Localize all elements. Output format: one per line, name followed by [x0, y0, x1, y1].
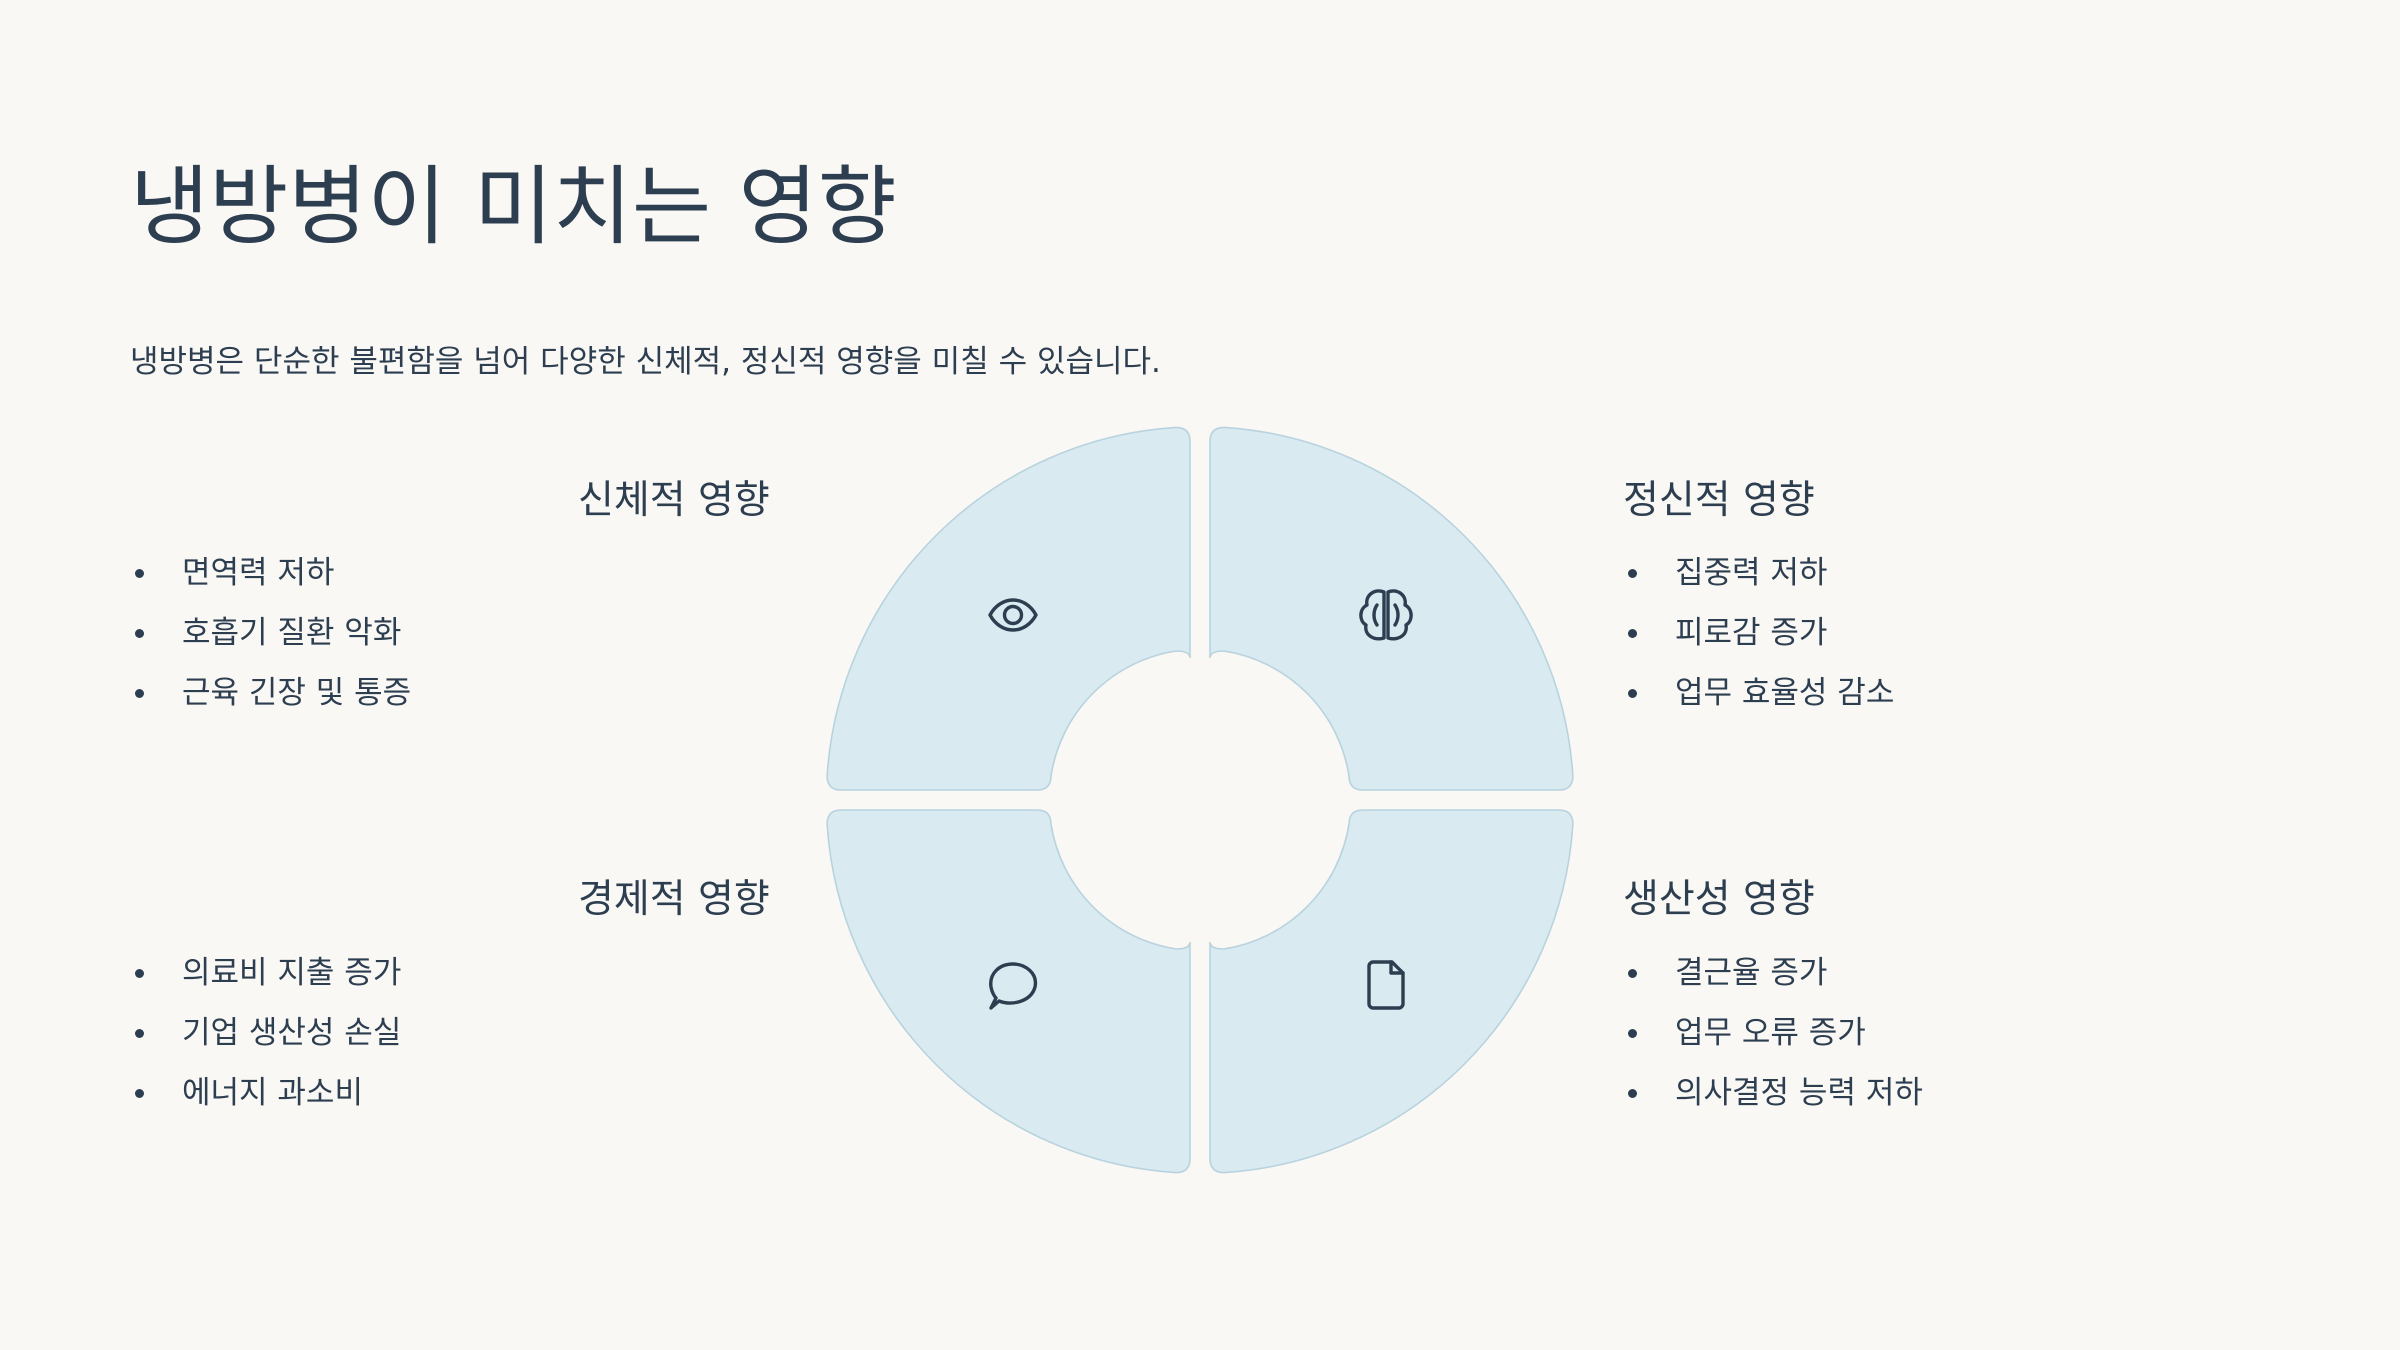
segment-mental — [1209, 426, 1574, 791]
bullet-dot — [135, 1089, 144, 1098]
list-item-text: 피로감 증가 — [1675, 615, 1828, 651]
list-item-text: 에너지 과소비 — [182, 1075, 363, 1111]
document-icon-fold — [1389, 960, 1405, 975]
list-item: 근육 긴장 및 통증 — [130, 663, 411, 723]
list-item: 의료비 지출 증가 — [130, 943, 401, 1003]
segment-economic — [826, 809, 1191, 1174]
heading-productivity: 생산성 영향 — [1623, 877, 1815, 922]
brain-icon-fold-left — [1372, 603, 1379, 627]
eye-icon-outline — [988, 598, 1038, 632]
bullet-dot — [1628, 969, 1637, 978]
eye-icon-pupil — [1002, 604, 1024, 626]
list-item-text: 근육 긴장 및 통증 — [182, 675, 412, 711]
brain-icon-right-lobe — [1386, 589, 1413, 641]
list-item-text: 면역력 저하 — [182, 555, 335, 591]
list-item: 업무 오류 증가 — [1623, 1003, 1923, 1063]
document-icon-outline — [1367, 960, 1405, 1010]
heading-mental: 정신적 영향 — [1623, 478, 1815, 523]
heading-physical: 신체적 영향 — [578, 478, 770, 523]
list-item-text: 호흡기 질환 악화 — [182, 615, 402, 651]
bullet-dot — [1628, 1089, 1637, 1098]
bullet-dot — [135, 969, 144, 978]
list-item: 업무 효율성 감소 — [1623, 663, 1894, 723]
list-productivity: 결근율 증가 업무 오류 증가 의사결정 능력 저하 — [1623, 943, 1923, 1123]
list-item-text: 업무 오류 증가 — [1675, 1015, 1866, 1051]
list-item: 기업 생산성 손실 — [130, 1003, 401, 1063]
page-subtitle: 냉방병은 단순한 불편함을 넘어 다양한 신체적, 정신적 영향을 미칠 수 있… — [130, 344, 1161, 380]
list-item-text: 의사결정 능력 저하 — [1675, 1075, 1923, 1111]
list-item: 피로감 증가 — [1623, 603, 1894, 663]
bullet-dot — [135, 689, 144, 698]
eye-icon — [988, 598, 1038, 632]
list-item: 집중력 저하 — [1623, 543, 1894, 603]
bullet-dot — [1628, 689, 1637, 698]
brain-icon-left-lobe — [1359, 589, 1386, 641]
segment-productivity — [1209, 809, 1574, 1174]
list-item-text: 의료비 지출 증가 — [182, 955, 402, 991]
list-item: 면역력 저하 — [130, 543, 411, 603]
bullet-dot — [1628, 1029, 1637, 1038]
brain-icon-fold-right — [1393, 603, 1400, 627]
list-item: 결근율 증가 — [1623, 943, 1923, 1003]
bullet-dot — [1628, 629, 1637, 638]
chat-bubble-icon-outline — [989, 962, 1038, 1010]
chat-bubble-icon — [989, 962, 1038, 1010]
list-physical: 면역력 저하 호흡기 질환 악화 근육 긴장 및 통증 — [130, 543, 411, 723]
list-item: 에너지 과소비 — [130, 1063, 401, 1123]
brain-icon — [1359, 589, 1413, 641]
page-title: 냉방병이 미치는 영향 — [130, 157, 897, 257]
bullet-dot — [135, 1029, 144, 1038]
bullet-dot — [135, 629, 144, 638]
list-item-text: 집중력 저하 — [1675, 555, 1828, 591]
heading-economic: 경제적 영향 — [578, 877, 770, 922]
document-icon — [1367, 960, 1405, 1010]
list-item: 의사결정 능력 저하 — [1623, 1063, 1923, 1123]
list-item-text: 결근율 증가 — [1675, 955, 1828, 991]
bullet-dot — [1628, 569, 1637, 578]
list-economic: 의료비 지출 증가 기업 생산성 손실 에너지 과소비 — [130, 943, 401, 1123]
list-item-text: 업무 효율성 감소 — [1675, 675, 1895, 711]
bullet-dot — [135, 569, 144, 578]
list-mental: 집중력 저하 피로감 증가 업무 효율성 감소 — [1623, 543, 1894, 723]
list-item-text: 기업 생산성 손실 — [182, 1015, 402, 1051]
list-item: 호흡기 질환 악화 — [130, 603, 411, 663]
